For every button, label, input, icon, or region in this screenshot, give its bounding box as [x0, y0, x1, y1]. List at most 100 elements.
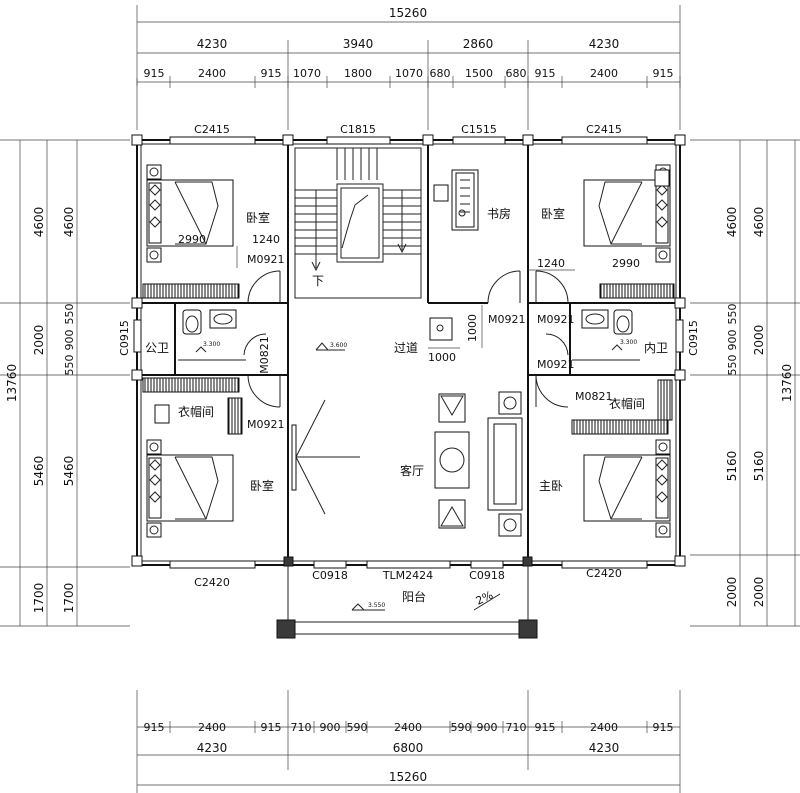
window-label: C2415	[194, 123, 230, 136]
dim-top-detail: 915	[261, 67, 282, 80]
dim-bottom-detail: 710	[291, 721, 312, 734]
door-label: M0921	[247, 253, 285, 266]
room-label: 主卧	[539, 479, 563, 493]
dim-left-detail: 550	[63, 304, 76, 325]
dim-right-detail: 5160	[725, 451, 739, 482]
doors	[243, 270, 569, 408]
dim-bottom-detail: 2400	[198, 721, 226, 734]
room-label: 过道	[394, 341, 418, 355]
dim-right-mid: 4600	[752, 207, 766, 238]
window-label: C2415	[586, 123, 622, 136]
window-label: C0918	[469, 569, 505, 582]
dim-bottom-total: 15260	[389, 770, 427, 784]
elevation-value: 3.550	[368, 602, 385, 609]
dim-bottom-detail: 900	[477, 721, 498, 734]
dim-left-mid: 5460	[32, 456, 46, 487]
dim-left-detail: 5460	[62, 456, 76, 487]
dim-top-detail: 1070	[293, 67, 321, 80]
living-furniture	[291, 391, 523, 537]
dimension-lines	[0, 5, 800, 793]
dim-left-mid: 2000	[32, 325, 46, 356]
dim-right-detail: 550	[726, 355, 739, 376]
dim-bottom-detail: 915	[144, 721, 165, 734]
room-label: 卧室	[541, 206, 565, 221]
dim-right-detail: 900	[726, 330, 739, 351]
room-label: 卧室	[250, 478, 274, 493]
dimension-texts: 15260 4230 3940 2860 4230 915 2400 915 1…	[5, 6, 794, 784]
dim-right-mid: 2000	[752, 577, 766, 608]
study-dimension: 1000	[428, 351, 456, 364]
dim-left-total: 13760	[5, 364, 19, 402]
dim-top-detail: 915	[653, 67, 674, 80]
bathroom-fixtures	[178, 309, 640, 361]
window-labels: C2415 C1815 C1515 C2415 C2420 C2420 C091…	[118, 123, 700, 589]
dim-top-mid: 2860	[463, 37, 494, 51]
dim-right-total: 13760	[780, 364, 794, 402]
misc-furniture	[154, 169, 670, 424]
room-label: 公卫	[145, 341, 169, 355]
room-label: 书房	[487, 206, 511, 221]
door-label: M0921	[537, 313, 575, 326]
window-label: C2420	[586, 567, 622, 580]
elevation-value: 3.300	[620, 339, 637, 346]
dim-top-detail: 915	[535, 67, 556, 80]
beds	[146, 164, 671, 538]
dim-bottom-detail: 710	[506, 721, 527, 734]
room-labels: 卧室 书房 卧室 公卫 过道 内卫 衣帽间 衣帽间 卧室 客厅 主卧 阳台	[145, 206, 668, 604]
wardrobes	[142, 283, 675, 435]
room-label: 衣帽间	[178, 404, 214, 419]
elevation-marker: 3.300	[195, 341, 220, 353]
dim-bottom-mid: 6800	[393, 741, 424, 755]
dim-left-detail: 4600	[62, 207, 76, 238]
room-label: 内卫	[644, 341, 668, 355]
elevation-marker: 3.550	[351, 602, 385, 611]
dim-top-detail: 1500	[465, 67, 493, 80]
dim-right-mid: 2000	[752, 325, 766, 356]
dim-bottom-detail: 915	[653, 721, 674, 734]
dim-bottom-detail: 915	[261, 721, 282, 734]
slope-marker: 2%	[473, 589, 501, 611]
dim-left-mid: 1700	[32, 583, 46, 614]
window-label: C0915	[687, 320, 700, 356]
dim-top-mid: 4230	[589, 37, 620, 51]
door-label: M0921	[488, 313, 526, 326]
room-label: 衣帽间	[609, 396, 645, 411]
dim-top-total: 15260	[389, 6, 427, 20]
bed-dimension: 2990	[612, 257, 640, 270]
dim-top-mid: 3940	[343, 37, 374, 51]
bed-dimension: 2990	[178, 233, 206, 246]
dim-top-detail: 680	[430, 67, 451, 80]
door-labels: M0921 M0821 M0921 M0921 M0921 M0921 M082…	[247, 253, 613, 431]
dim-top-detail: 915	[144, 67, 165, 80]
door-label: M0821	[575, 390, 613, 403]
window-label: C2420	[194, 576, 230, 589]
bed-dimension: 1240	[537, 257, 565, 270]
window-label: C1515	[461, 123, 497, 136]
dim-right-mid: 5160	[752, 451, 766, 482]
stair-direction-label: 下	[312, 274, 324, 288]
dim-top-detail: 2400	[590, 67, 618, 80]
dim-right-detail: 4600	[725, 207, 739, 238]
dim-bottom-detail: 590	[347, 721, 368, 734]
dim-bottom-detail: 915	[535, 721, 556, 734]
dim-bottom-detail: 900	[320, 721, 341, 734]
study-furniture	[433, 169, 479, 231]
dim-right-detail: 2000	[725, 577, 739, 608]
bed-dimension: 1240	[252, 233, 280, 246]
door-label: M0921	[537, 358, 575, 371]
elevation-value: 3.600	[330, 342, 347, 349]
dim-bottom-mid: 4230	[197, 741, 228, 755]
slope-value: 2%	[474, 589, 495, 608]
dim-bottom-detail: 2400	[590, 721, 618, 734]
dim-left-detail: 1700	[62, 583, 76, 614]
dim-left-detail: 900	[63, 330, 76, 351]
dim-left-detail: 550	[63, 355, 76, 376]
window-label: C0918	[312, 569, 348, 582]
door-label: M0821	[258, 336, 271, 374]
dim-top-detail: 1070	[395, 67, 423, 80]
elevation-marker: 3.600	[315, 342, 347, 351]
room-label: 阳台	[402, 589, 426, 604]
columns	[131, 134, 686, 639]
elevation-value: 3.300	[203, 341, 220, 348]
